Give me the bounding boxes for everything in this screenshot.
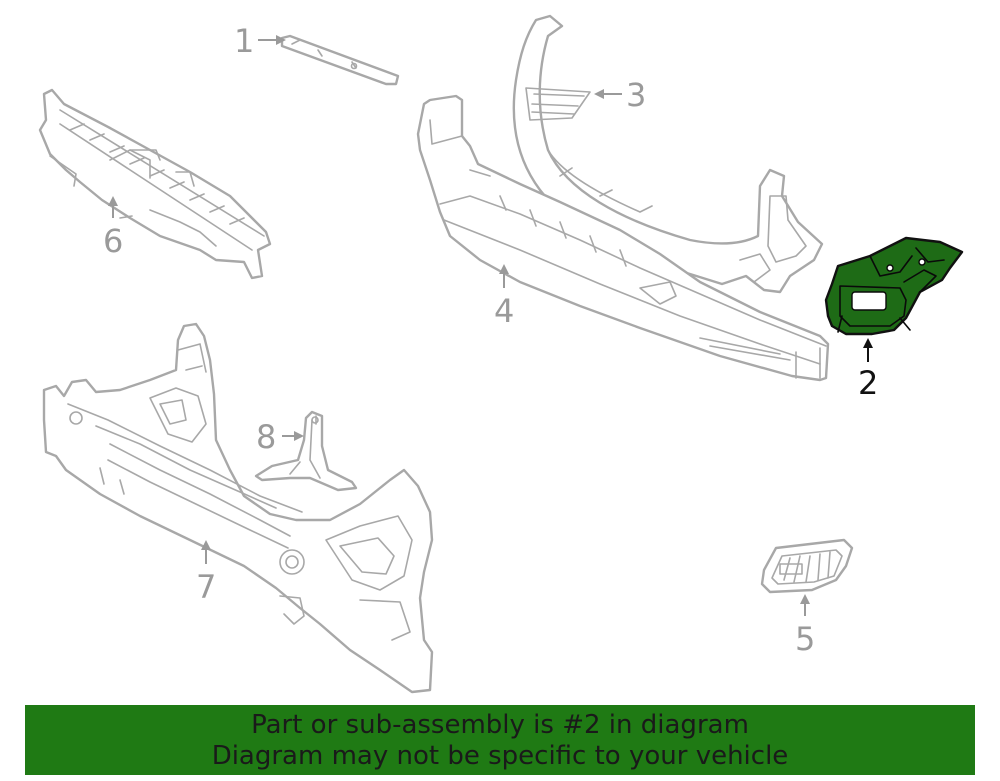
callout-1-number: 1: [234, 22, 254, 60]
part-6-air-guide: [38, 88, 272, 280]
callout-3-number: 3: [626, 76, 646, 114]
callout-8: 8: [256, 418, 304, 456]
callout-7-number: 7: [196, 568, 216, 606]
callout-2-number: 2: [858, 364, 878, 402]
callout-2: 2: [858, 338, 878, 402]
part-1-trim-strip: [280, 34, 400, 86]
part-8-support-bracket: [254, 410, 358, 492]
callout-4-number: 4: [494, 292, 514, 330]
callout-6: 6: [103, 196, 123, 260]
callout-4: 4: [494, 264, 514, 330]
part-4-bumper-beam: [416, 94, 830, 382]
banner-line-disclaimer: Diagram may not be specific to your vehi…: [211, 741, 789, 771]
callout-6-number: 6: [103, 222, 123, 260]
callout-7: 7: [196, 540, 216, 606]
info-banner: Part or sub-assembly is #2 in diagram Di…: [25, 705, 975, 775]
callout-1: 1: [234, 22, 286, 60]
part-5-grille-insert: [760, 538, 854, 594]
part-2-bracket-highlighted: [824, 236, 964, 336]
callout-8-number: 8: [256, 418, 276, 456]
callout-3: 3: [594, 76, 646, 114]
callout-5-number: 5: [795, 620, 815, 658]
part-7-front-carrier: [42, 322, 434, 694]
parts-diagram: 1 2 3 4 5 6 7 8: [38, 14, 964, 694]
banner-line-part: Part or sub-assembly is #2 in diagram: [251, 710, 749, 740]
callout-5: 5: [795, 594, 815, 658]
